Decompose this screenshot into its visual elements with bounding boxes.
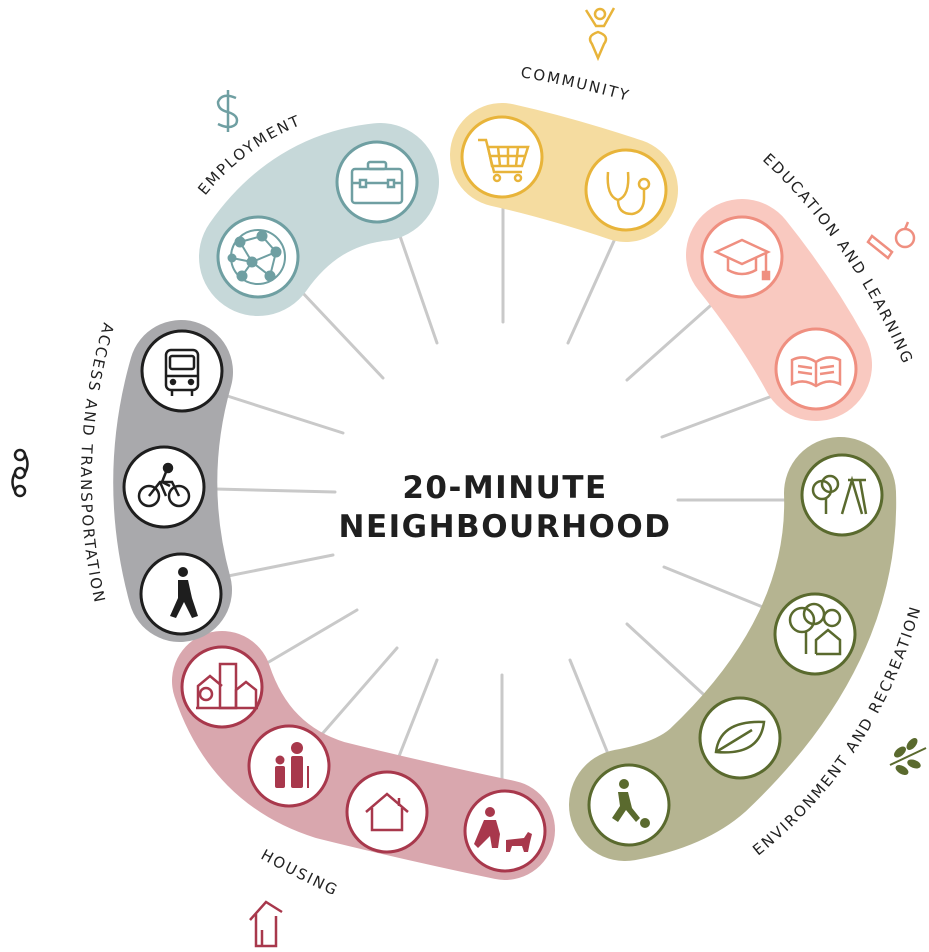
house-icon-circle <box>345 770 429 854</box>
playground-icon <box>811 474 868 515</box>
spoke <box>260 608 359 668</box>
spoke <box>660 393 777 439</box>
buildings-icon <box>196 662 258 710</box>
housing-label: HOUSING <box>258 846 342 900</box>
center-title-line1: 20-MINUTE <box>402 470 607 506</box>
trees-house-icon-circle <box>773 592 857 676</box>
trees-house-icon <box>788 602 842 656</box>
spoke <box>390 658 439 776</box>
buildings-icon-circle <box>180 645 264 729</box>
playground-icon-circle <box>800 453 884 537</box>
bicycle-icon <box>137 462 191 508</box>
leaf-icon <box>714 720 766 754</box>
spoke <box>566 230 620 345</box>
bus-icon-circle <box>140 329 224 413</box>
spoke <box>216 391 345 435</box>
open-book-icon <box>790 356 842 388</box>
person-dog-icon <box>474 807 532 852</box>
leaf-branch-icon <box>889 738 927 775</box>
graduation-cap-icon <box>713 238 771 281</box>
stethoscope-icon <box>606 171 651 216</box>
network-icon <box>227 229 286 285</box>
apple-pencil-icon <box>866 221 916 260</box>
spoke <box>216 553 335 580</box>
shopping-cart-icon <box>478 138 530 183</box>
spoke <box>314 646 399 743</box>
house-icon <box>365 792 409 832</box>
housing-band <box>172 631 555 880</box>
spoke <box>625 622 717 707</box>
family-icon-circle <box>247 724 331 808</box>
spoke <box>298 288 385 380</box>
briefcase-icon <box>350 160 404 205</box>
cheering-person-icon <box>584 7 616 62</box>
family-icon <box>275 742 309 788</box>
house-outline-icon <box>249 900 283 948</box>
community-label: COMMUNITY <box>519 63 632 105</box>
spokes <box>213 190 802 797</box>
dollar-icon <box>216 90 239 132</box>
bus-icon <box>164 348 200 396</box>
spoke <box>213 487 337 494</box>
bicycle-icon-circle <box>122 445 206 529</box>
center-title-line2: NEIGHBOURHOOD <box>339 509 672 545</box>
person-dog-icon-circle <box>463 789 547 873</box>
pedestrian-icon <box>170 567 198 618</box>
route-icon <box>11 448 29 498</box>
graduation-cap-icon-circle <box>700 215 784 299</box>
soccer-player-icon <box>612 779 650 828</box>
access-label: ACCESS AND TRANSPORTATION <box>77 321 118 606</box>
